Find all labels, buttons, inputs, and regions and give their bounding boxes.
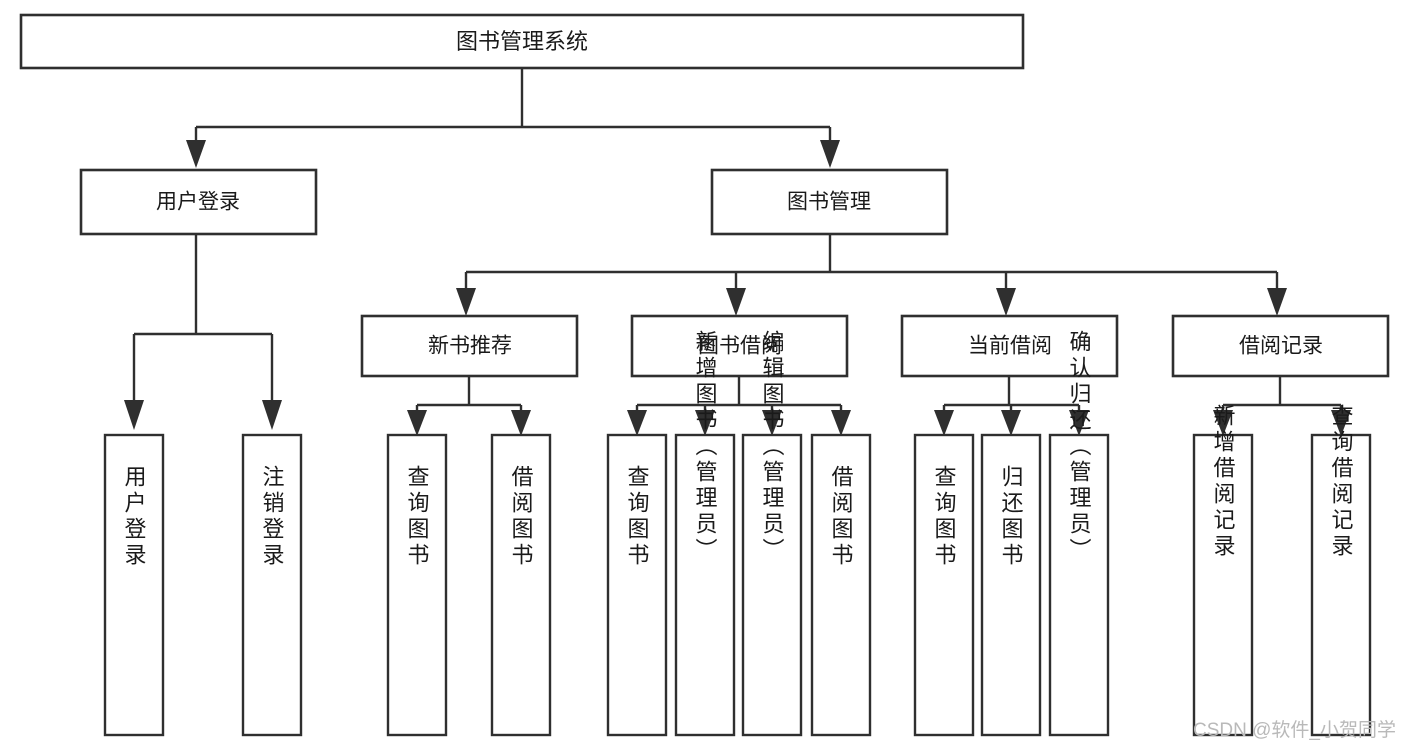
node-leaf-query-book-2[interactable]: 查询图书 (606, 433, 668, 737)
arrow-head-leaf-borrow-book-1 (511, 410, 531, 436)
node-leaf-edit-book-label: 编辑图书（管理员） (760, 330, 785, 564)
node-leaf-query-book-2-box[interactable] (606, 433, 668, 737)
arrow-head-new-book-recommend (456, 288, 476, 316)
node-leaf-edit-book[interactable]: 编辑图书（管理员） (741, 330, 803, 737)
arrow-head-leaf-logout-login (262, 400, 282, 430)
node-leaf-query-book-2-label: 查询图书 (625, 465, 650, 569)
node-leaf-logout-login-label: 注销登录 (260, 465, 285, 569)
node-leaf-logout-login[interactable]: 注销登录 (241, 433, 303, 737)
node-borrow-record[interactable]: 借阅记录 (1171, 314, 1390, 378)
node-leaf-query-book-3-label: 查询图书 (932, 465, 957, 569)
node-leaf-confirm-return-box[interactable] (1048, 433, 1110, 737)
node-current-borrow-label: 当前借阅 (968, 335, 1052, 358)
node-leaf-edit-book-box[interactable] (741, 433, 803, 737)
node-leaf-return-book-box[interactable] (980, 433, 1042, 737)
node-leaf-borrow-book-2-label: 借阅图书 (829, 465, 854, 569)
node-leaf-query-record-box[interactable] (1310, 433, 1372, 737)
node-book-manage-label: 图书管理 (787, 191, 871, 214)
node-leaf-user-login-label: 用户登录 (122, 465, 147, 569)
node-root-box[interactable] (19, 13, 1025, 70)
node-user-login-label: 用户登录 (156, 191, 240, 214)
csdn-watermark: CSDN @软件_小贺同学 (1193, 719, 1396, 741)
node-root[interactable]: 图书管理系统 (19, 13, 1025, 70)
arrow-head-leaf-add-record (1213, 410, 1233, 436)
node-leaf-query-book-3[interactable]: 查询图书 (913, 433, 975, 737)
node-leaf-confirm-return-label: 确认归还（管理员） (1067, 330, 1092, 564)
arrow-head-leaf-query-book-1 (407, 410, 427, 436)
node-book-manage[interactable]: 图书管理 (710, 168, 949, 236)
node-leaf-add-book-label: 新增图书（管理员） (693, 330, 718, 564)
arrow-head-leaf-borrow-book-2 (831, 410, 851, 436)
node-leaf-borrow-book-1-label: 借阅图书 (509, 465, 534, 569)
node-leaf-confirm-return[interactable]: 确认归还（管理员） (1048, 330, 1110, 737)
node-leaf-add-record[interactable]: 新增借阅记录 (1192, 404, 1254, 737)
node-leaf-query-record-label: 查询借阅记录 (1329, 404, 1354, 560)
node-leaf-borrow-book-2-box[interactable] (810, 433, 872, 737)
node-leaf-query-record[interactable]: 查询借阅记录 (1310, 404, 1372, 737)
node-leaf-return-book[interactable]: 归还图书 (980, 433, 1042, 737)
node-user-login-box[interactable] (79, 168, 318, 236)
arrow-head-leaf-query-book-2 (627, 410, 647, 436)
node-user-login[interactable]: 用户登录 (79, 168, 318, 236)
arrow-head-leaf-return-book (1001, 410, 1021, 436)
node-leaf-query-book-1[interactable]: 查询图书 (386, 433, 448, 737)
arrow-head-leaf-add-book (695, 410, 715, 436)
node-current-borrow-box[interactable] (900, 314, 1119, 378)
node-leaf-add-book[interactable]: 新增图书（管理员） (674, 330, 736, 737)
node-leaf-logout-login-box[interactable] (241, 433, 303, 737)
arrow-head-book-borrow (726, 288, 746, 316)
node-leaf-borrow-book-1[interactable]: 借阅图书 (490, 433, 552, 737)
node-borrow-record-box[interactable] (1171, 314, 1390, 378)
arrow-head-leaf-confirm-return (1069, 410, 1089, 436)
node-leaf-query-book-3-box[interactable] (913, 433, 975, 737)
node-leaf-add-record-label: 新增借阅记录 (1211, 404, 1236, 560)
node-leaf-user-login-box[interactable] (103, 433, 165, 737)
node-leaf-query-book-1-label: 查询图书 (405, 465, 430, 569)
arrow-head-leaf-user-login (124, 400, 144, 430)
arrow-head-leaf-edit-book (762, 410, 782, 436)
node-current-borrow[interactable]: 当前借阅 (900, 314, 1119, 378)
arrow-head-leaf-query-book-3 (934, 410, 954, 436)
node-leaf-add-record-box[interactable] (1192, 433, 1254, 737)
arrow-head-leaf-query-record (1331, 410, 1351, 436)
node-borrow-record-label: 借阅记录 (1239, 335, 1323, 358)
node-new-book-recommend-box[interactable] (360, 314, 579, 378)
node-leaf-query-book-1-box[interactable] (386, 433, 448, 737)
node-leaf-add-book-box[interactable] (674, 433, 736, 737)
node-leaf-user-login[interactable]: 用户登录 (103, 433, 165, 737)
node-root-label: 图书管理系统 (456, 29, 588, 54)
node-book-borrow-box[interactable] (630, 314, 849, 378)
node-book-borrow[interactable]: 图书借阅 (630, 314, 849, 378)
node-leaf-return-book-label: 归还图书 (999, 465, 1024, 569)
connector-layer (124, 68, 1351, 436)
node-book-borrow-label: 图书借阅 (698, 335, 782, 358)
arrow-head-bookmanage (820, 140, 840, 168)
arrow-head-current-borrow (996, 288, 1016, 316)
arrow-head-borrow-record (1267, 288, 1287, 316)
node-book-manage-box[interactable] (710, 168, 949, 236)
node-new-book-recommend-label: 新书推荐 (428, 335, 512, 358)
node-leaf-borrow-book-1-box[interactable] (490, 433, 552, 737)
node-leaf-borrow-book-2[interactable]: 借阅图书 (810, 433, 872, 737)
node-new-book-recommend[interactable]: 新书推荐 (360, 314, 579, 378)
arrow-head-userlogin (186, 140, 206, 168)
